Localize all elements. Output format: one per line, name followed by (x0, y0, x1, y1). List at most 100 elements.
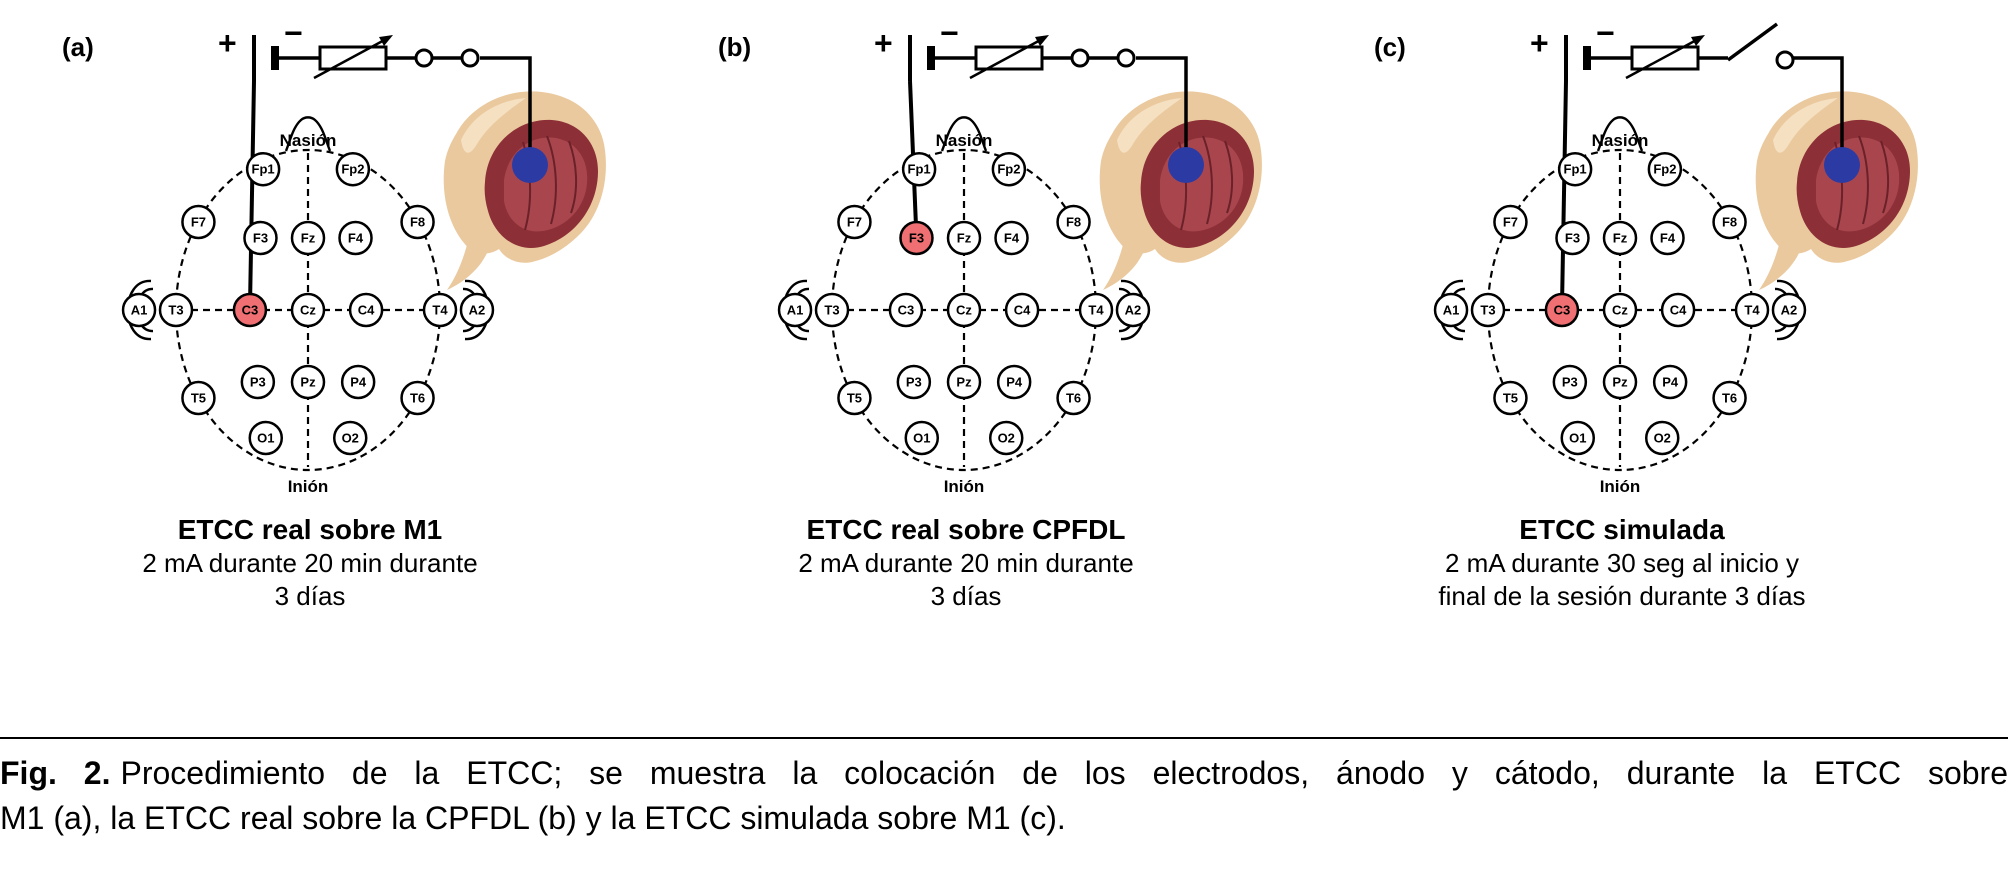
electrode-T5: T5 (181, 380, 216, 416)
svg-text:Fp2: Fp2 (997, 162, 1020, 177)
svg-text:F8: F8 (1722, 215, 1737, 230)
svg-text:Fp1: Fp1 (908, 162, 931, 177)
svg-text:A2: A2 (1781, 303, 1798, 318)
svg-text:C3: C3 (1554, 303, 1571, 318)
svg-text:O1: O1 (257, 431, 274, 446)
electrode-Fp2: Fp2 (335, 151, 371, 187)
electrode-C4: C4 (1660, 292, 1696, 328)
svg-text:T4: T4 (1088, 303, 1104, 318)
electrode-F8: F8 (400, 204, 435, 240)
svg-text:Pz: Pz (956, 375, 972, 390)
electrode-Cz: Cz (1602, 292, 1638, 328)
svg-text:P4: P4 (1662, 375, 1679, 390)
figure-caption-line2: M1 (a), la ETCC real sobre la CPFDL (b) … (0, 799, 1066, 836)
svg-text:P3: P3 (906, 375, 922, 390)
electrode-F4: F4 (1650, 220, 1685, 256)
electrode-Cz: Cz (290, 292, 326, 328)
electrode-A1: A1 (777, 292, 813, 328)
nose-icon (940, 116, 988, 152)
electrode-O2: O2 (1644, 420, 1680, 456)
svg-text:F3: F3 (1565, 231, 1580, 246)
minus-sign: − (940, 15, 959, 51)
electrode-Fp1: Fp1 (1557, 151, 1593, 187)
electrode-F8: F8 (1712, 204, 1747, 240)
svg-text:T6: T6 (410, 391, 425, 406)
plus-sign: + (1530, 25, 1549, 61)
caption-divider (0, 737, 2008, 739)
switch-contact (414, 48, 434, 68)
switch-lever-open (1726, 22, 1779, 62)
panel-b-caption: ETCC real sobre CPFDL 2 mA durante 20 mi… (674, 512, 1258, 612)
electrode-Fz: Fz (946, 220, 982, 256)
svg-text:C3: C3 (898, 303, 915, 318)
electrode-Fp1: Fp1 (245, 151, 281, 187)
svg-text:Fp1: Fp1 (1564, 162, 1587, 177)
electrode-F3: F3 (243, 220, 278, 256)
electrode-T5: T5 (1493, 380, 1528, 416)
electrode-F3: F3 (899, 220, 934, 256)
svg-text:F7: F7 (847, 215, 862, 230)
svg-text:O2: O2 (998, 431, 1015, 446)
svg-text:O2: O2 (1654, 431, 1671, 446)
panel-detail-line: 2 mA durante 20 min durante (798, 548, 1134, 578)
panel-detail-line: 3 días (930, 580, 1002, 611)
electrode-F4: F4 (994, 220, 1029, 256)
svg-text:T5: T5 (847, 391, 862, 406)
svg-text:C4: C4 (1014, 303, 1031, 318)
inion-label: Inión (1600, 477, 1641, 496)
panel-title: ETCC simulada (1519, 514, 1725, 545)
electrode-C3: C3 (888, 292, 924, 328)
electrode-C4: C4 (348, 292, 384, 328)
panel-letter-label: (b) (718, 32, 751, 62)
electrode-P4: P4 (1652, 364, 1688, 400)
electrode-T3: T3 (814, 292, 850, 328)
electrode-T5: T5 (837, 380, 872, 416)
electrode-T6: T6 (1712, 380, 1747, 416)
svg-text:P3: P3 (250, 375, 266, 390)
svg-text:F7: F7 (1503, 215, 1518, 230)
nasion-label: Nasión (936, 131, 993, 150)
electrode-P3: P3 (896, 364, 932, 400)
inion-label: Inión (288, 477, 329, 496)
stimulation-circuit: +− (218, 15, 548, 183)
nose-icon (1596, 116, 1644, 152)
svg-text:Fp2: Fp2 (341, 162, 364, 177)
electrode-T4: T4 (1734, 292, 1770, 328)
electrode-A2: A2 (459, 292, 495, 328)
svg-text:A1: A1 (787, 303, 804, 318)
electrode-A2: A2 (1771, 292, 1807, 328)
svg-text:Fz: Fz (1613, 231, 1628, 246)
electrode-C3: C3 (232, 292, 268, 328)
svg-text:T3: T3 (824, 303, 839, 318)
shoulder-illustration (443, 91, 606, 290)
electrode-F4: F4 (338, 220, 373, 256)
svg-text:F8: F8 (410, 215, 425, 230)
svg-text:F4: F4 (1004, 231, 1020, 246)
svg-text:Fz: Fz (301, 231, 316, 246)
svg-text:F4: F4 (348, 231, 364, 246)
panel-detail-line: 2 mA durante 30 seg al inicio y (1444, 548, 1800, 578)
electrode-Cz: Cz (946, 292, 982, 328)
svg-text:P4: P4 (350, 375, 367, 390)
stimulation-circuit: +− (874, 15, 1204, 183)
electrode-F3: F3 (1555, 220, 1590, 256)
svg-text:A2: A2 (469, 303, 486, 318)
electrode-C3: C3 (1544, 292, 1580, 328)
nasion-label: Nasión (1592, 131, 1649, 150)
electrode-P3: P3 (240, 364, 276, 400)
electrode-O2: O2 (332, 420, 368, 456)
panel-c-caption: ETCC simulada 2 mA durante 30 seg al ini… (1330, 512, 1914, 612)
panel-title: ETCC real sobre M1 (177, 514, 443, 545)
shoulder-illustration (1099, 91, 1262, 290)
cathode-wire (1136, 56, 1188, 150)
svg-text:C3: C3 (242, 303, 259, 318)
electrode-F7: F7 (181, 204, 216, 240)
electrode-F7: F7 (1493, 204, 1528, 240)
electrode-T3: T3 (1470, 292, 1506, 328)
figure-caption-text: Procedimiento de la ETCC; se muestra la … (120, 755, 2008, 791)
